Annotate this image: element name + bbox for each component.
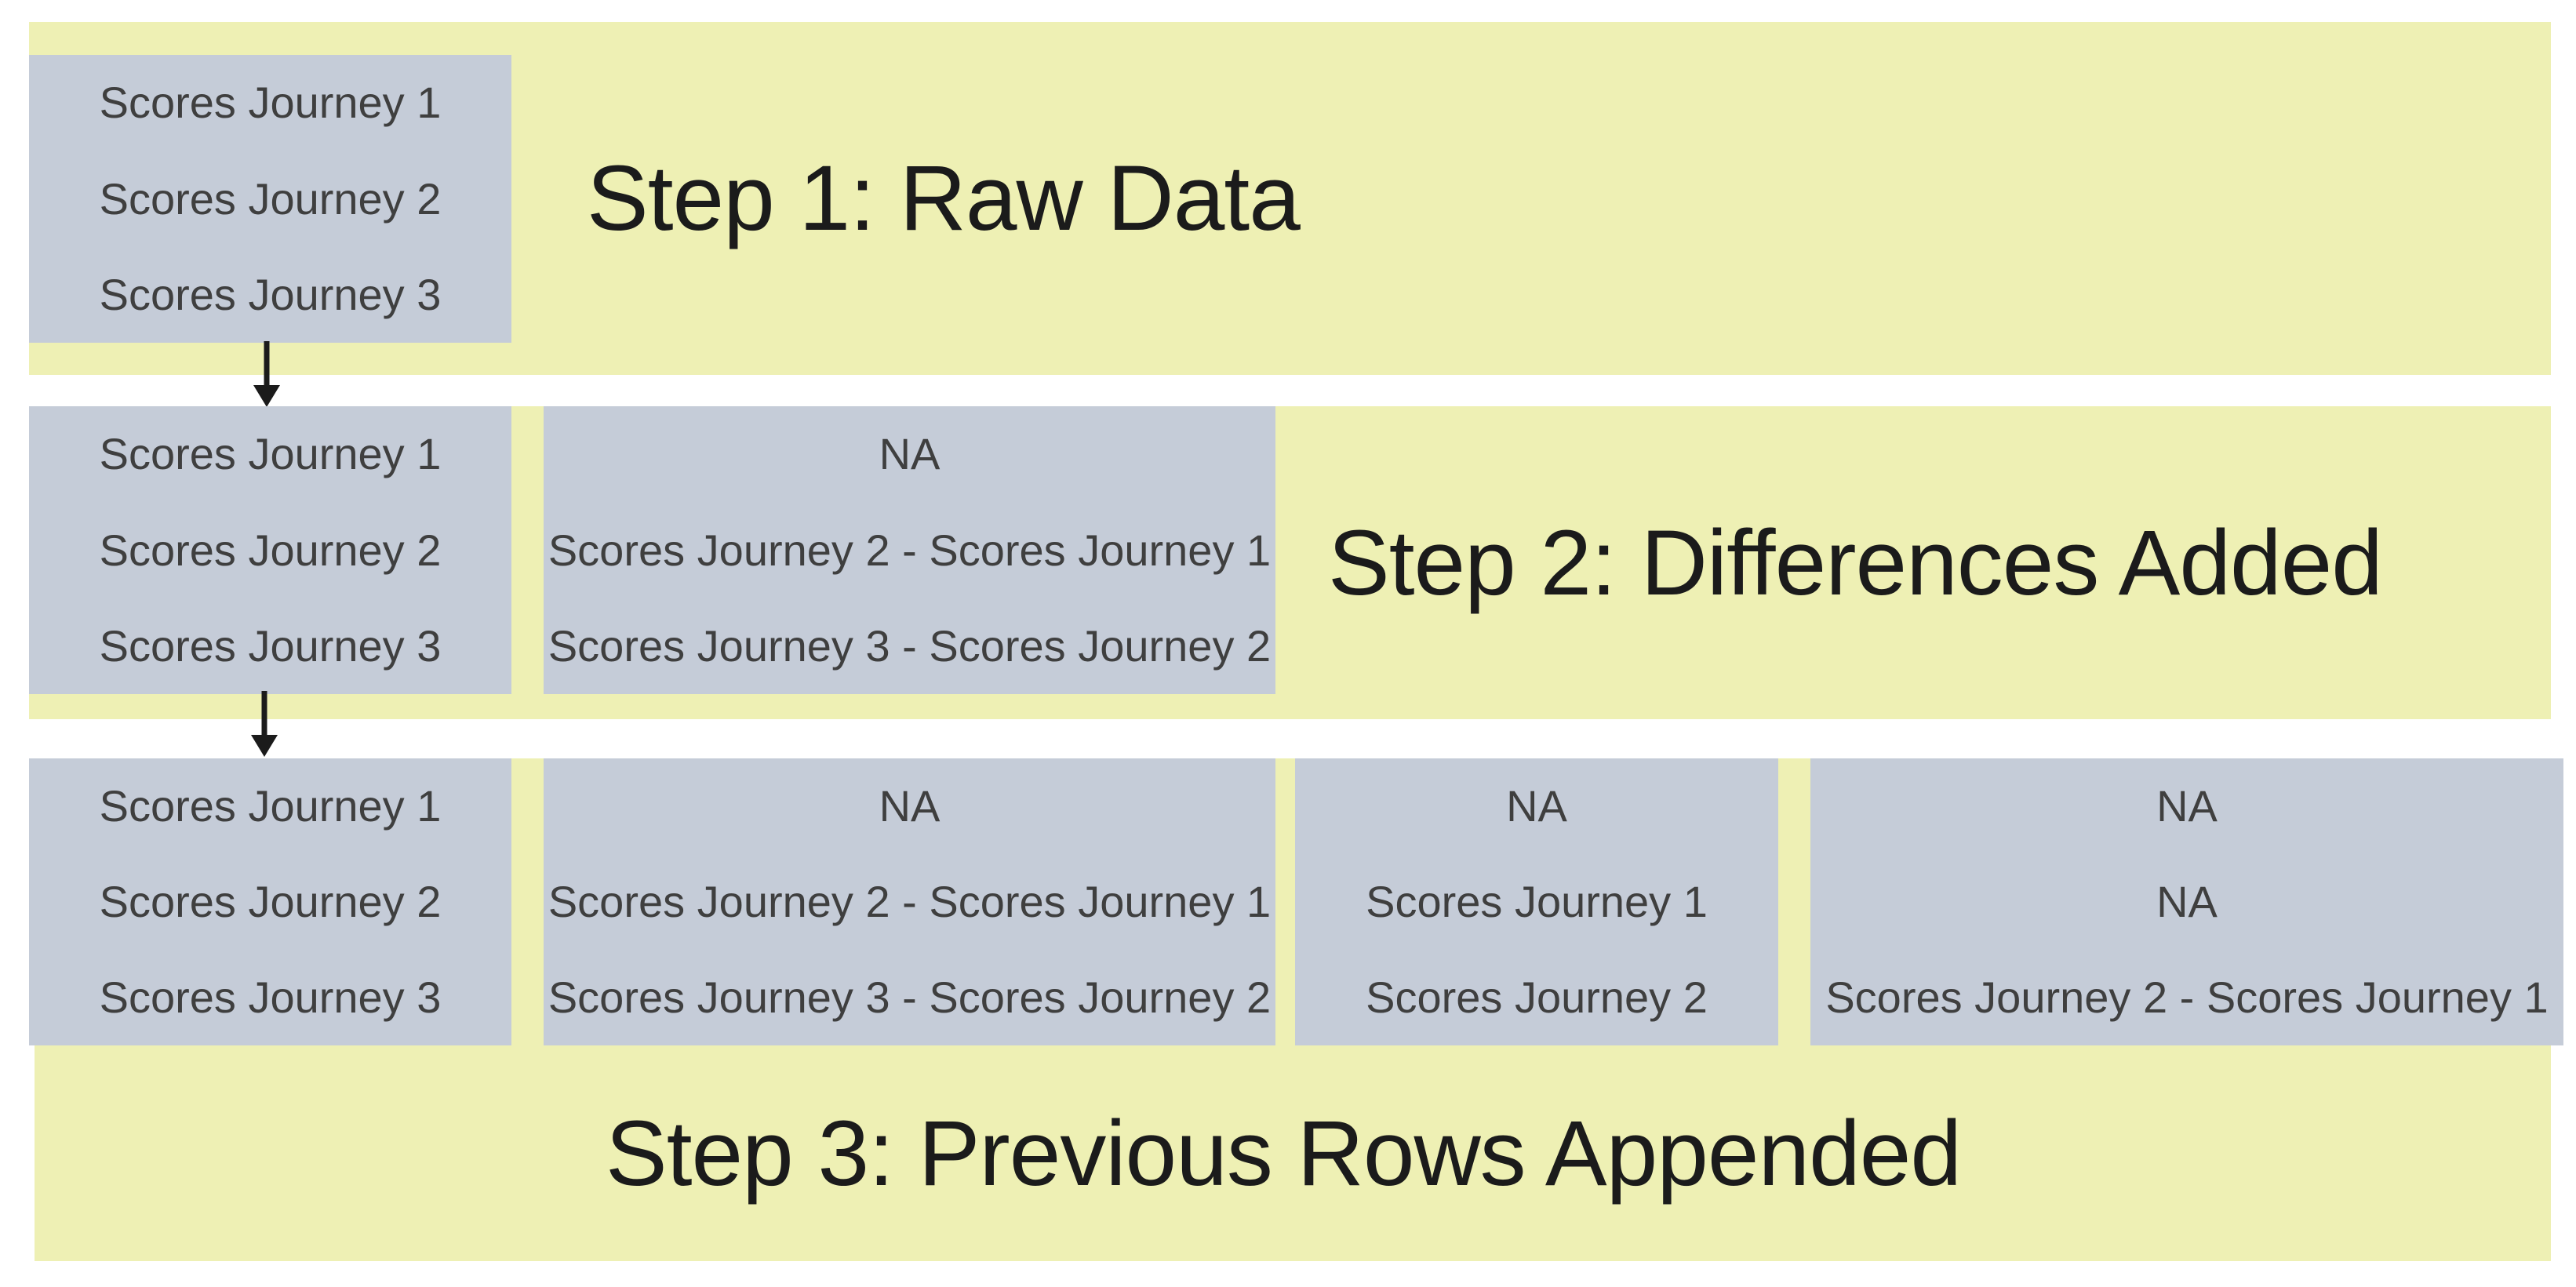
- arrow-down-icon: [251, 341, 282, 407]
- step2-raw-column: Scores Journey 1 Scores Journey 2 Scores…: [29, 406, 511, 694]
- step1-raw-data-table: Scores Journey 1 Scores Journey 2 Scores…: [29, 55, 511, 343]
- step3-lagged-scores-column: NA Scores Journey 1 Scores Journey 2: [1295, 758, 1778, 1045]
- table-cell: Scores Journey 1: [99, 78, 442, 128]
- table-cell: Scores Journey 2 - Scores Journey 1: [548, 525, 1272, 575]
- step1-title: Step 1: Raw Data: [587, 147, 1301, 250]
- table-cell: Scores Journey 2: [1366, 973, 1708, 1023]
- step2-title: Step 2: Differences Added: [1328, 511, 2383, 615]
- table-cell: Scores Journey 1: [99, 781, 442, 831]
- step3-raw-column: Scores Journey 1 Scores Journey 2 Scores…: [29, 758, 511, 1045]
- table-cell: Scores Journey 3 - Scores Journey 2: [548, 973, 1272, 1023]
- table-cell: Scores Journey 2: [99, 173, 442, 224]
- table-cell: Scores Journey 3: [99, 973, 442, 1023]
- table-cell: Scores Journey 1: [1366, 877, 1708, 927]
- table-cell: Scores Journey 2: [99, 525, 442, 575]
- table-cell: Scores Journey 2 - Scores Journey 1: [1825, 973, 2549, 1023]
- arrow-down-icon: [249, 691, 280, 757]
- table-cell: NA: [879, 781, 941, 831]
- table-cell: Scores Journey 1: [99, 429, 442, 479]
- step3-title: Step 3: Previous Rows Appended: [606, 1101, 1962, 1205]
- table-cell: NA: [2156, 877, 2218, 927]
- step2-differences-column: NA Scores Journey 2 - Scores Journey 1 S…: [544, 406, 1275, 694]
- table-cell: NA: [2156, 781, 2218, 831]
- step3-differences-column: NA Scores Journey 2 - Scores Journey 1 S…: [544, 758, 1275, 1045]
- table-cell: Scores Journey 2 - Scores Journey 1: [548, 877, 1272, 927]
- step3-lagged-differences-column: NA NA Scores Journey 2 - Scores Journey …: [1810, 758, 2563, 1045]
- table-cell: Scores Journey 3 - Scores Journey 2: [548, 621, 1272, 671]
- table-cell: NA: [879, 429, 941, 479]
- table-cell: NA: [1506, 781, 1567, 831]
- table-cell: Scores Journey 3: [99, 270, 442, 320]
- table-cell: Scores Journey 2: [99, 877, 442, 927]
- table-cell: Scores Journey 3: [99, 621, 442, 671]
